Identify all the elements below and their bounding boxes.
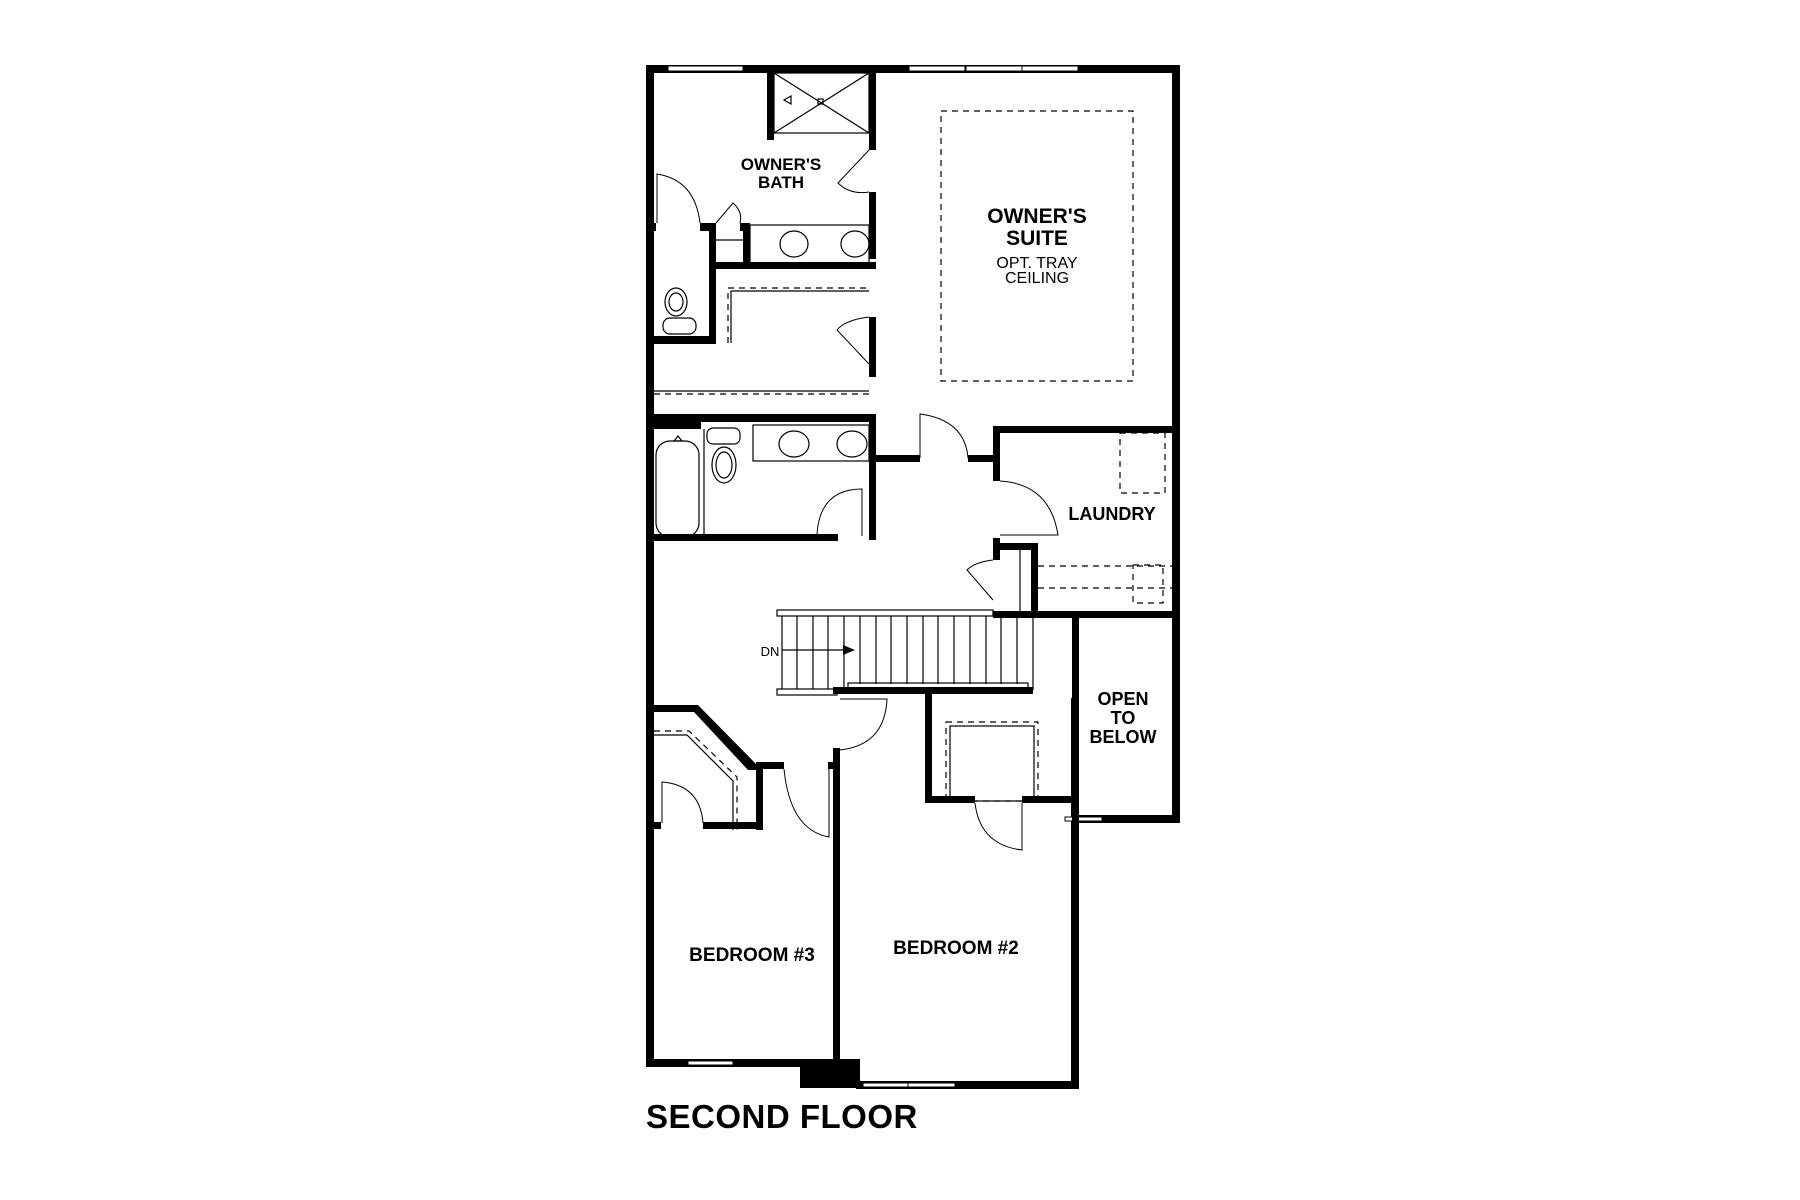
wc-wall — [709, 223, 716, 343]
room-label-owners-bath: OWNER'S BATH — [741, 156, 822, 192]
window — [1021, 65, 1079, 72]
tray-ceiling-note: OPT. TRAY CEILING — [996, 255, 1078, 288]
laundry-bottom-wall — [993, 611, 1180, 618]
door-bedroom-2[interactable] — [839, 698, 888, 751]
bedroom2-bottom-wall — [856, 1081, 1078, 1089]
open-to-below-bottom-wall — [1072, 815, 1180, 823]
owners-suite-line1: OWNER'S — [987, 205, 1087, 228]
bedroom2-right-wall — [1071, 698, 1079, 1089]
stair-rail-top — [776, 609, 994, 617]
tray-ceiling-note-line2: CEILING — [1004, 270, 1070, 288]
owners-suite-line2: SUITE — [1006, 227, 1068, 251]
door-owners-suite[interactable] — [919, 413, 969, 459]
wc-wall — [700, 223, 716, 231]
vanity — [749, 224, 870, 264]
wall-block — [800, 1059, 860, 1088]
bedroom-divider-wall — [833, 748, 840, 1088]
stair-arrow-icon — [843, 645, 855, 655]
door-bedroom-3[interactable] — [783, 768, 830, 838]
stairs-down-label: DN — [760, 643, 780, 659]
hall-bath-top-wall — [646, 414, 876, 422]
window — [965, 65, 1023, 72]
open-to-below-line1: OPEN — [1097, 689, 1149, 709]
wc-wall — [646, 223, 656, 231]
bath-suite-wall — [869, 65, 876, 150]
room-label-bedroom-3: BEDROOM #3 — [689, 945, 815, 966]
hall-vanity — [752, 424, 870, 462]
door-owners-bath[interactable] — [837, 149, 870, 194]
window — [667, 65, 744, 72]
room-label-laundry: LAUNDRY — [1068, 504, 1156, 524]
door-bedroom3-closet[interactable] — [661, 781, 704, 824]
door-linen-closet[interactable] — [966, 559, 994, 601]
owners-bath-line2: BATH — [758, 172, 804, 192]
room-label-bedroom-2: BEDROOM #2 — [893, 938, 1019, 959]
room-label-open-to-below: OPEN TO BELOW — [1090, 690, 1157, 747]
window — [687, 1060, 734, 1066]
laundry-top-wall — [993, 426, 1180, 433]
door-hall-bath[interactable] — [816, 488, 863, 536]
door-closet[interactable] — [836, 316, 870, 365]
plan-title: SECOND FLOOR — [646, 1098, 918, 1135]
bathtub — [655, 440, 700, 538]
wc-wall-bottom — [646, 336, 716, 344]
owners-bath-line1: OWNER'S — [740, 155, 822, 174]
door-linen[interactable] — [715, 202, 742, 224]
stair-treads — [781, 616, 1034, 690]
window — [908, 65, 966, 72]
window — [1064, 816, 1103, 822]
door-laundry[interactable] — [999, 480, 1059, 536]
open-to-below-line2: TO — [1110, 707, 1136, 728]
window — [907, 1082, 956, 1088]
room-label-owners-suite: OWNER'S SUITE — [987, 205, 1087, 251]
exterior-wall-right — [1172, 65, 1180, 823]
window — [862, 1082, 909, 1088]
door-bedroom2-closet[interactable] — [974, 802, 1023, 851]
stair-landing-wall — [833, 687, 1033, 694]
bath-suite-wall — [869, 192, 876, 259]
stair-rail-bottom — [776, 688, 838, 696]
bedroom3-closet-angled-wall — [646, 705, 756, 770]
tray-ceiling-note-line1: OPT. TRAY — [996, 255, 1078, 272]
open-to-below-line3: BELOW — [1089, 726, 1157, 747]
bedroom3-bottom-wall — [646, 1059, 856, 1067]
exterior-wall-left — [646, 65, 654, 1067]
shower-wall — [767, 65, 774, 140]
bath-suite-wall — [869, 317, 876, 377]
door-wc[interactable] — [656, 173, 701, 224]
shower — [773, 72, 870, 134]
